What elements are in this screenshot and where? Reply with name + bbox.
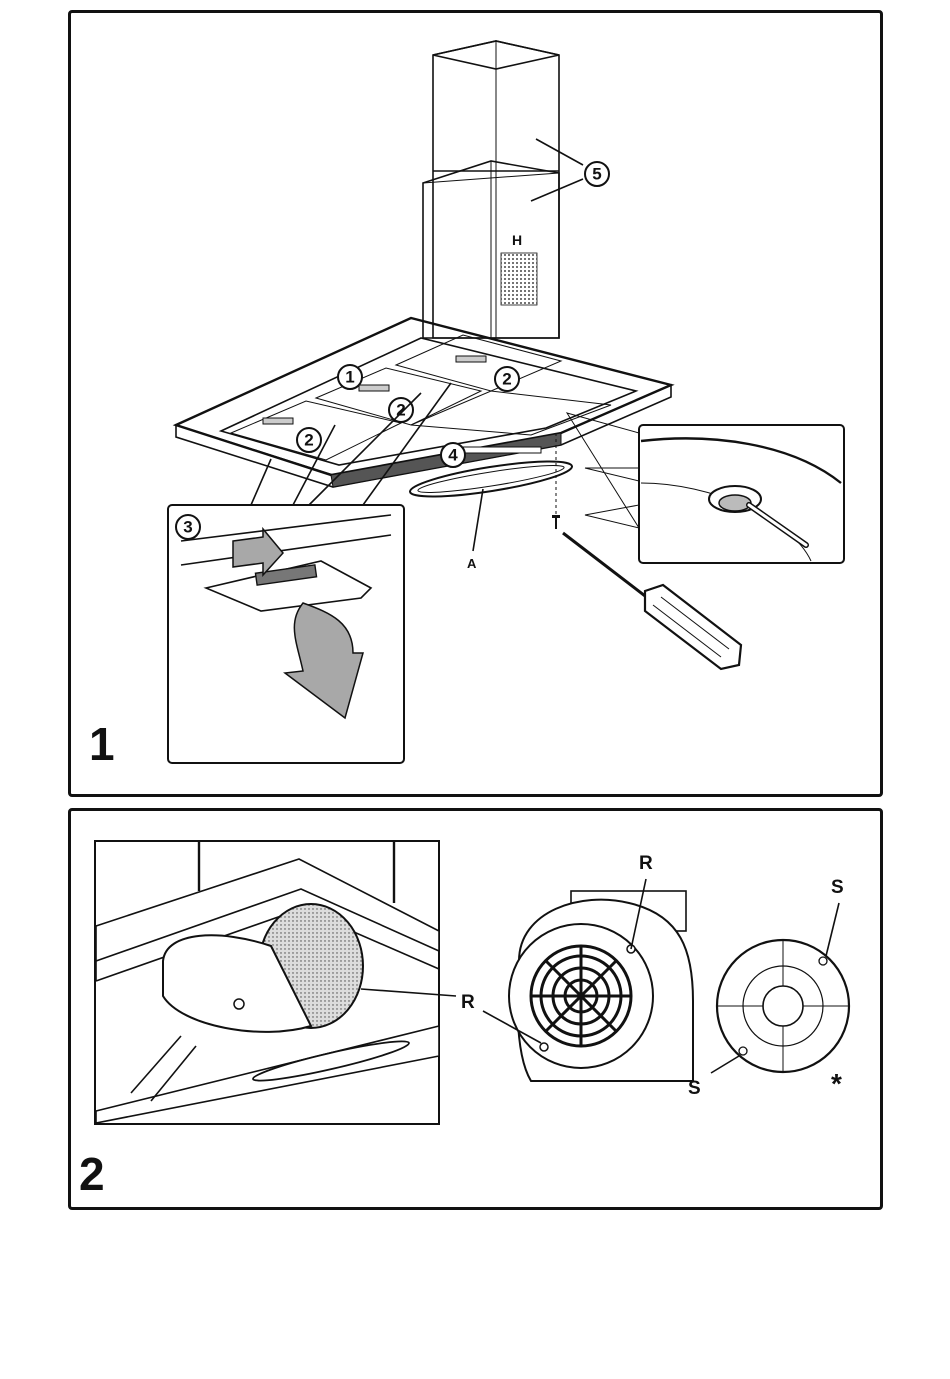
callout-4-label: 4 [448, 446, 458, 465]
callout-5-label: 5 [592, 165, 601, 184]
hood-canopy [176, 318, 671, 487]
motor-in-hood-detail [95, 841, 456, 1124]
label-r-left: R [461, 992, 475, 1013]
hood-filter-removal-illustration: 1 2 2 2 4 5 H [71, 13, 886, 800]
motor-unit [483, 879, 693, 1081]
label-asterisk: * [831, 1068, 842, 1099]
vent-grille [501, 253, 537, 305]
callout-4: 4 [441, 443, 465, 467]
callout-3-label: 3 [183, 518, 192, 537]
chimney [423, 41, 559, 338]
label-s-top: S [831, 877, 844, 898]
panel-step-1: 1 [68, 10, 883, 797]
callout-2c: 2 [297, 428, 321, 452]
callout-2a: 2 [495, 367, 519, 391]
label-r-right: R [639, 853, 653, 874]
detail-inset-screw [567, 413, 844, 563]
label-a: A [467, 556, 477, 571]
callout-1-label: 1 [345, 368, 354, 387]
callout-1: 1 [338, 365, 362, 389]
panel-step-2: 2 R [68, 808, 883, 1210]
motor-removal-illustration: R R [71, 811, 886, 1213]
callout-2a-label: 2 [502, 370, 511, 389]
disk-component [711, 903, 849, 1073]
callout-2b: 2 [389, 398, 413, 422]
label-h: H [512, 232, 522, 248]
label-s-bottom: S [688, 1078, 701, 1099]
callout-2c-label: 2 [304, 431, 313, 450]
